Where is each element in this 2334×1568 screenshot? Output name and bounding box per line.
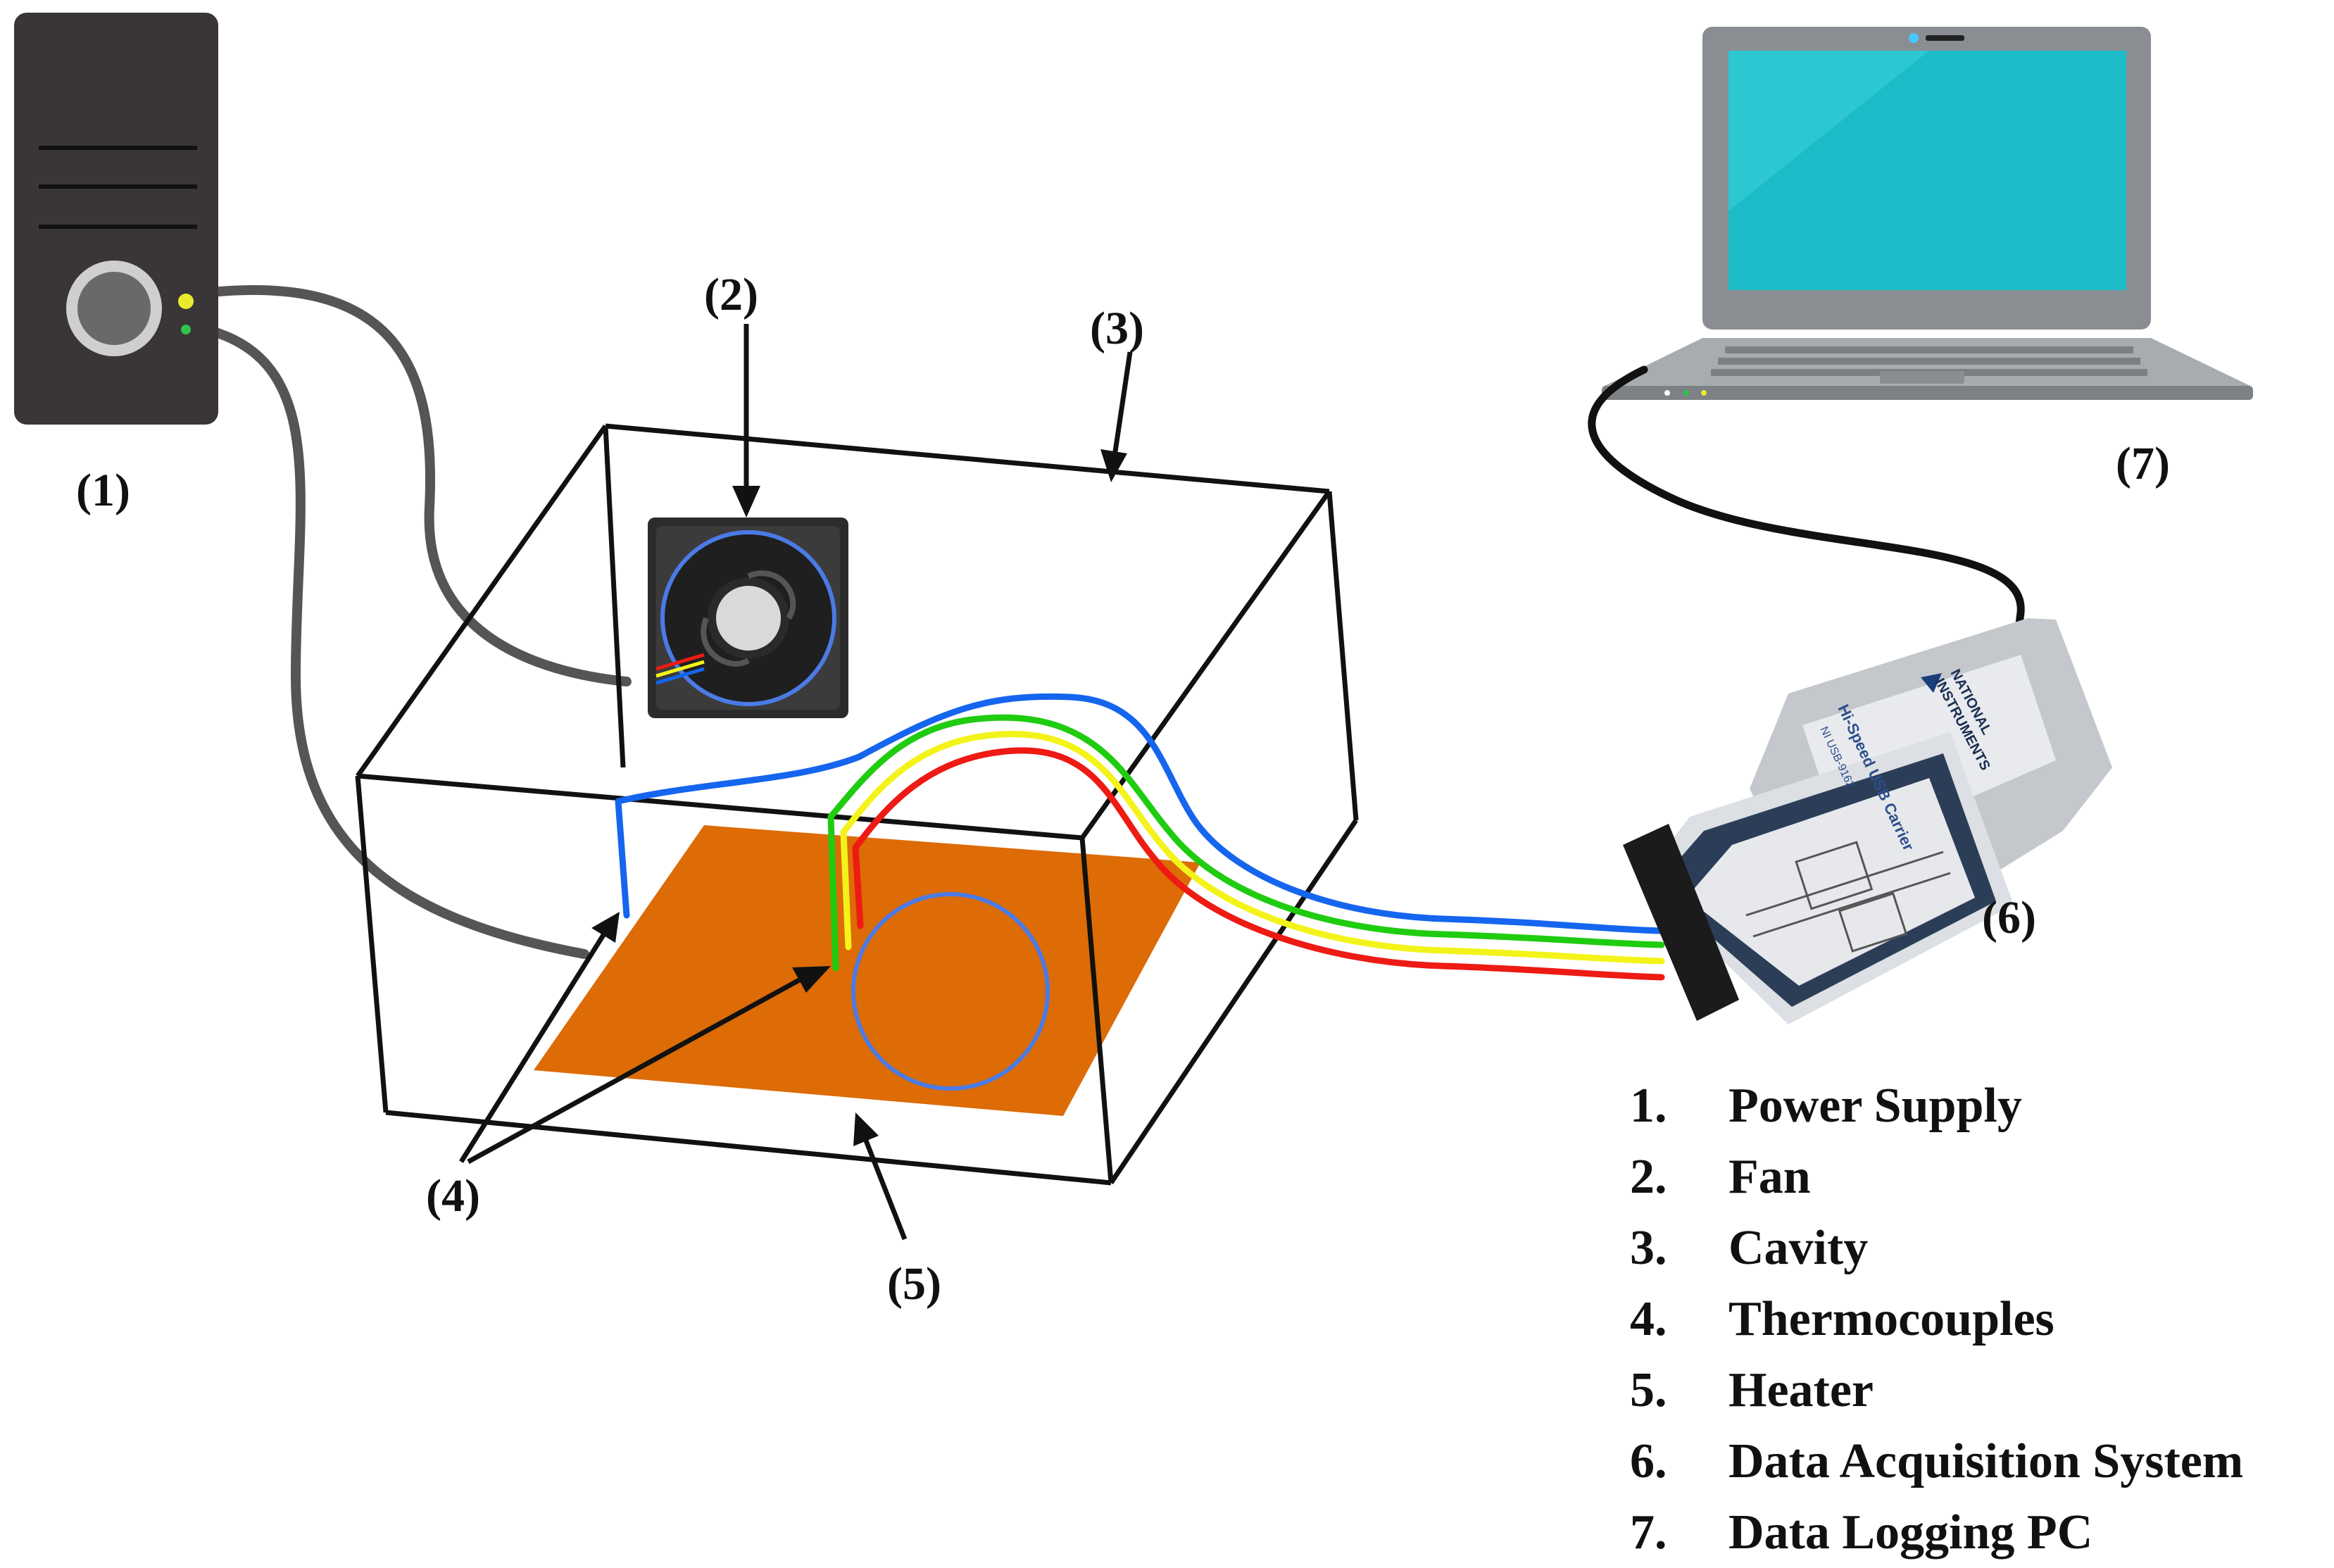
legend-number: 4. (1630, 1292, 1667, 1346)
legend-number: 6. (1630, 1434, 1667, 1488)
heater-callout-arrow (863, 1139, 908, 1241)
cavity-front-edges (355, 773, 1358, 1186)
legend-label: Data Acquisition System (1728, 1434, 2244, 1488)
thermocouple-callout-arrow-2 (467, 977, 801, 1165)
callout-heater: (5) (887, 1258, 941, 1310)
thermocouple-wires (615, 693, 1665, 981)
legend-item: 6. Data Acquisition System (1630, 1426, 2243, 1497)
callout-arrows (459, 324, 1133, 1241)
callout-cavity: (3) (1090, 303, 1144, 354)
legend-item: 2. Fan (1630, 1141, 2243, 1212)
callout-thermocouples: (4) (426, 1170, 480, 1222)
power-cables (206, 284, 632, 959)
laptop-icon (1602, 27, 2253, 400)
callout-fan: (2) (704, 269, 758, 320)
cavity-callout-arrow (1112, 351, 1133, 457)
callout-daq: (6) (1982, 892, 2036, 943)
legend-label: Power Supply (1728, 1079, 2022, 1133)
fan-icon (648, 518, 848, 718)
thermocouple-callout-arrow-1 (459, 934, 606, 1163)
legend-number: 2. (1630, 1150, 1667, 1204)
legend-item: 1. Power Supply (1630, 1070, 2243, 1141)
legend-item: 4. Thermocouples (1630, 1284, 2243, 1355)
power-supply-icon (14, 13, 218, 425)
callout-labels: (1) (2) (3) (4) (5) (6) (7) (76, 269, 2170, 1310)
legend-label: Thermocouples (1728, 1292, 2054, 1346)
legend-label: Fan (1728, 1150, 1811, 1204)
legend-label: Data Logging PC (1728, 1505, 2093, 1560)
legend-number: 5. (1630, 1363, 1667, 1417)
legend-number: 1. (1630, 1079, 1667, 1133)
legend: 1. Power Supply 2. Fan 3. Cavity 4. Thermoco… (1630, 1070, 2243, 1568)
legend-number: 7. (1630, 1505, 1667, 1560)
legend-item: 5. Heater (1630, 1355, 2243, 1426)
legend-number: 3. (1630, 1221, 1667, 1275)
callout-pc: (7) (2116, 438, 2170, 489)
legend-label: Heater (1728, 1363, 1874, 1417)
legend-item: 7. Data Logging PC (1630, 1497, 2243, 1568)
legend-item: 3. Cavity (1630, 1212, 2243, 1284)
heater-plate (534, 825, 1200, 1116)
daq-device-icon: NATIONAL INSTRUMENTS Hi-Speed USB Carrie… (1623, 618, 2112, 1024)
legend-label: Cavity (1728, 1221, 1869, 1275)
callout-power-supply: (1) (76, 465, 130, 516)
cavity-box (356, 423, 1359, 840)
